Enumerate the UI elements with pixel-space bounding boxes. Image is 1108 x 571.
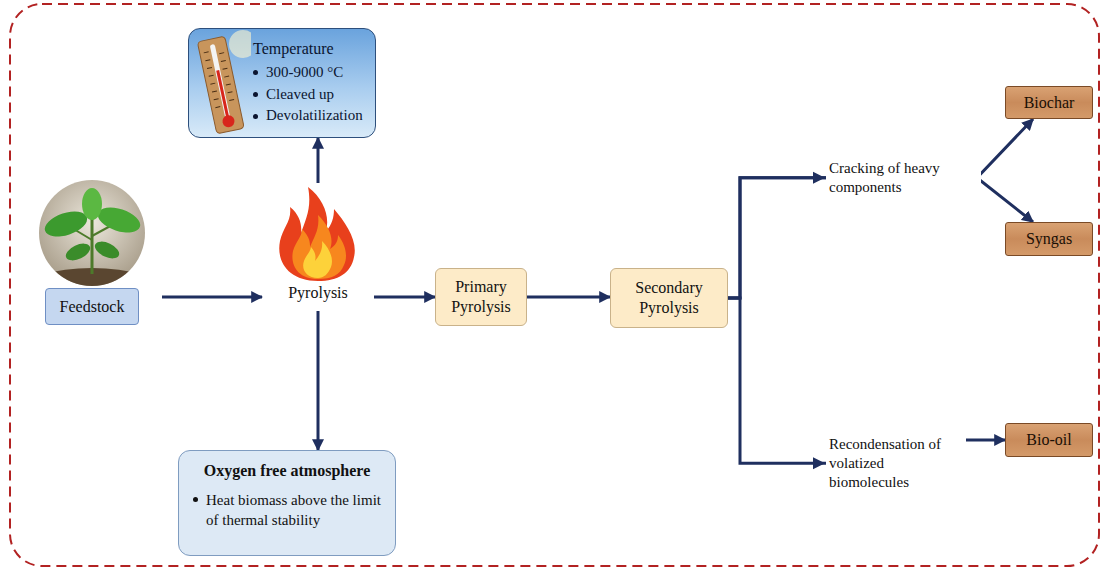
bullet-item: Devolatilization bbox=[253, 105, 363, 127]
plant-leaf bbox=[82, 188, 102, 220]
thermometer-icon bbox=[191, 30, 251, 138]
plant-illustration bbox=[22, 178, 162, 288]
product-box: Syngas bbox=[1005, 222, 1093, 256]
bullet-text: Cleaved up bbox=[266, 84, 334, 106]
box-heading: Temperature bbox=[253, 39, 334, 60]
arrowhead bbox=[813, 172, 825, 184]
condition-box: Oxygen free atmosphereHeat biomass above… bbox=[178, 450, 396, 556]
thermometer-ticks bbox=[204, 49, 235, 108]
arrowhead bbox=[813, 457, 825, 469]
flow-arrow bbox=[317, 138, 320, 183]
bullet-dot bbox=[193, 497, 198, 502]
product-box: Bio-oil bbox=[1005, 423, 1093, 457]
flame-middle bbox=[292, 215, 346, 279]
fire-icon bbox=[268, 183, 368, 283]
node-label: Biochar bbox=[1024, 93, 1075, 112]
node-label: Syngas bbox=[1026, 229, 1072, 248]
pyrolysis-node: Pyrolysis bbox=[262, 183, 374, 311]
sun-glow bbox=[229, 30, 251, 58]
bullet-text: Devolatilization bbox=[266, 105, 363, 127]
flame-inner bbox=[303, 241, 332, 278]
bullet-dot bbox=[253, 92, 258, 97]
plant-leaf bbox=[95, 203, 144, 238]
flow-arrow bbox=[374, 296, 435, 299]
box-heading: Oxygen free atmosphere bbox=[193, 461, 381, 482]
node-label: Secondary Pyrolysis bbox=[617, 278, 721, 318]
flow-arrow bbox=[527, 296, 610, 299]
bullet-text: Heat biomass above the limit of thermal … bbox=[206, 490, 381, 531]
product-box: Biochar bbox=[1005, 86, 1093, 119]
bullet-item: Cleaved up bbox=[253, 84, 334, 106]
node-label: Pyrolysis bbox=[288, 283, 348, 302]
bullet-dot bbox=[253, 70, 258, 75]
flame-outer bbox=[279, 187, 355, 281]
plant-circle bbox=[39, 180, 145, 286]
bullet-item: Heat biomass above the limit of thermal … bbox=[193, 490, 381, 531]
thermometer-bulb bbox=[221, 114, 235, 128]
plant-leaf bbox=[92, 238, 121, 262]
parameter-box: Temperature300-9000 °CCleaved upDevolati… bbox=[188, 28, 376, 138]
bullet-dot bbox=[253, 114, 258, 119]
feedstock-node: Feedstock bbox=[22, 178, 162, 328]
plant-leaf bbox=[63, 240, 92, 264]
bullet-text: 300-9000 °C bbox=[266, 62, 343, 84]
thermometer-mercury bbox=[218, 70, 228, 117]
flow-arrow bbox=[317, 311, 320, 450]
thermometer-board bbox=[197, 36, 244, 134]
flow-arrow bbox=[728, 119, 1033, 298]
node-label: Bio-oil bbox=[1026, 430, 1071, 449]
edge-label: Recondensation of volatized biomolecules bbox=[826, 434, 966, 492]
plant-leaf bbox=[42, 207, 91, 242]
edge-label: Cracking of heavy components bbox=[826, 158, 981, 198]
node-label: Feedstock bbox=[45, 288, 140, 325]
dashed-frame bbox=[10, 4, 1099, 566]
bullet-item: 300-9000 °C bbox=[253, 62, 343, 84]
process-box: Primary Pyrolysis bbox=[435, 268, 527, 326]
node-label: Primary Pyrolysis bbox=[442, 277, 520, 317]
flow-arrow bbox=[162, 296, 262, 299]
process-box: Secondary Pyrolysis bbox=[610, 268, 728, 328]
